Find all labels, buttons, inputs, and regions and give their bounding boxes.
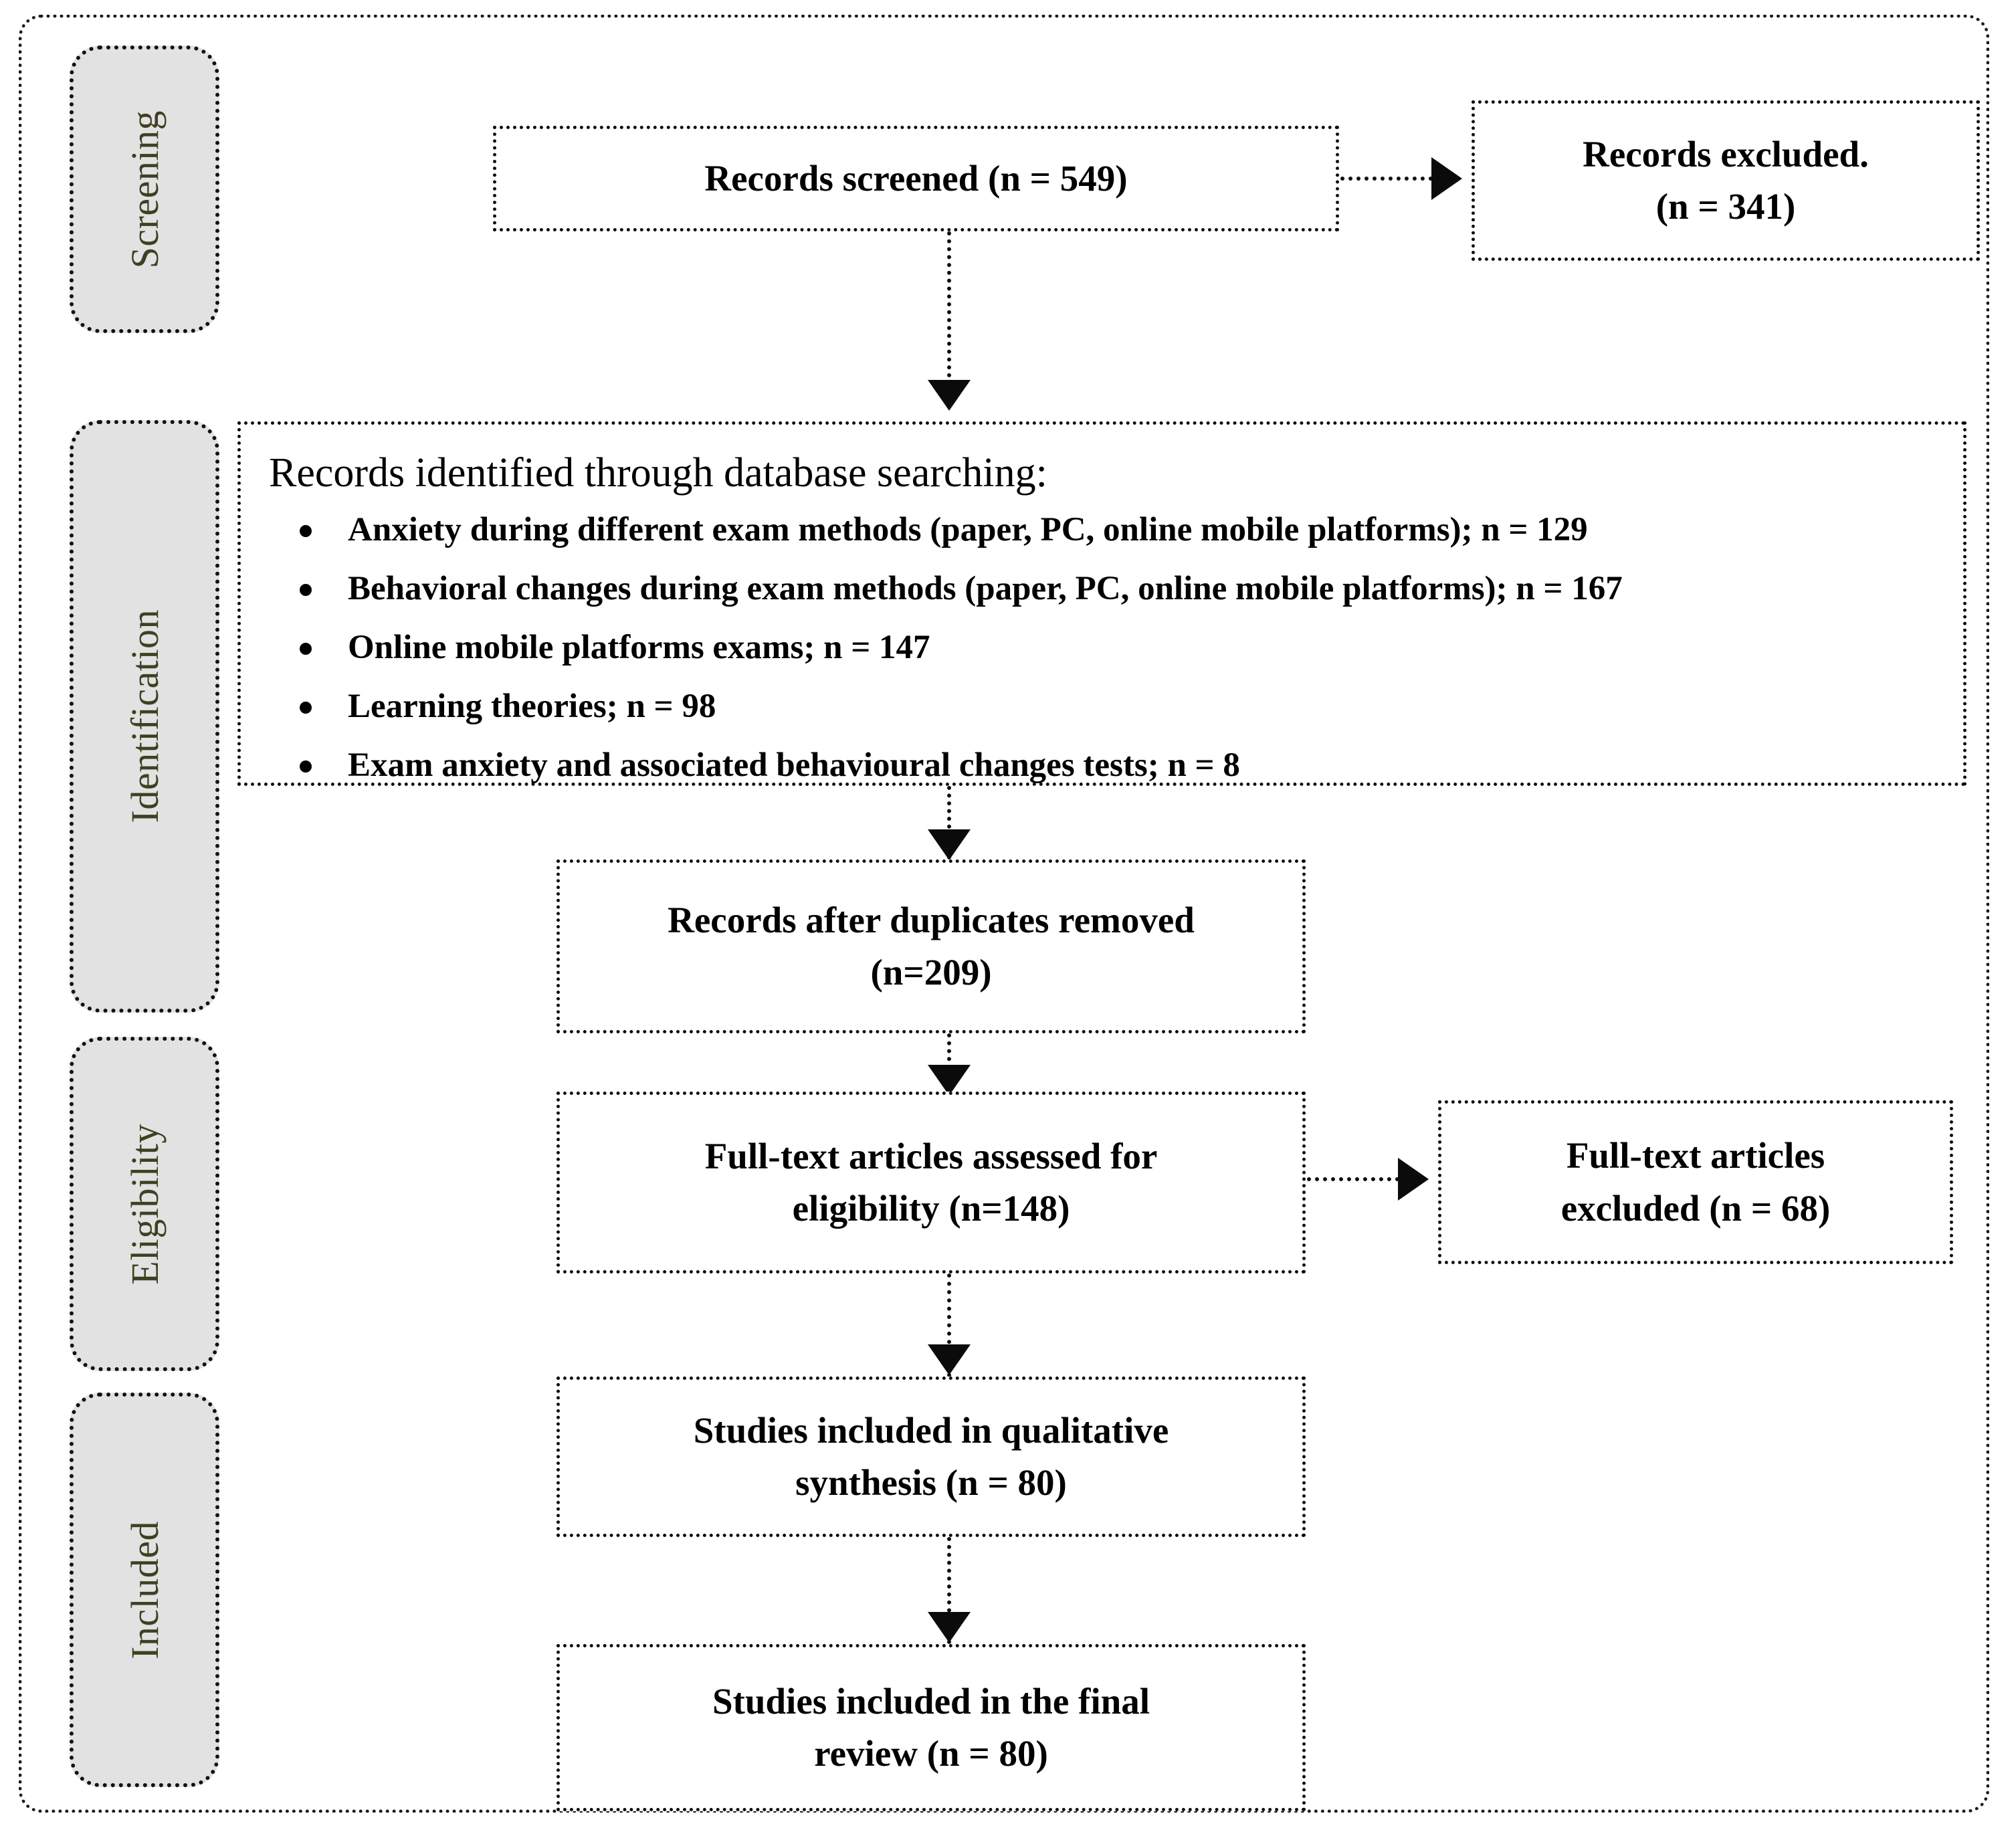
box-records-screened: Records screened (n = 549)	[493, 126, 1339, 231]
arrowhead-identified-to-duplicates	[928, 829, 971, 860]
connector-screened-to-excluded	[1340, 177, 1441, 181]
box-duplicates-removed-line2: (n=209)	[870, 952, 992, 993]
box-records-screened-text: Records screened (n = 549)	[704, 157, 1128, 199]
box-fulltext-excluded-line2: excluded (n = 68)	[1560, 1187, 1831, 1229]
box-qualitative-synthesis-line1: Studies included in qualitative	[693, 1409, 1169, 1451]
connector-fulltext-to-excluded	[1307, 1177, 1407, 1181]
list-item: Online mobile platforms exams; n = 147	[293, 627, 1940, 668]
arrowhead-fulltext-to-excluded	[1398, 1158, 1429, 1201]
box-records-excluded: Records excluded. (n = 341)	[1472, 100, 1980, 261]
arrowhead-duplicates-to-fulltext	[928, 1065, 971, 1096]
box-records-identified-title: Records identified through database sear…	[269, 450, 1047, 496]
arrowhead-fulltext-to-qualitative	[928, 1344, 971, 1375]
box-final-review-line1: Studies included in the final	[712, 1680, 1150, 1722]
connector-identified-to-duplicates	[947, 786, 951, 859]
stage-label-eligibility: Eligibility	[122, 1123, 167, 1285]
connector-qualitative-to-final	[947, 1537, 951, 1644]
stage-label-screening: Screening	[122, 110, 167, 269]
box-final-review-line2: review (n = 80)	[814, 1733, 1048, 1774]
stage-label-identification: Identification	[122, 609, 167, 823]
box-fulltext-assessed-line1: Full-text articles assessed for	[704, 1135, 1158, 1177]
records-identified-list: Anxiety during different exam methods (p…	[264, 509, 1940, 787]
box-fulltext-excluded: Full-text articles excluded (n = 68)	[1438, 1100, 1953, 1264]
list-item: Anxiety during different exam methods (p…	[293, 509, 1940, 550]
list-item: Behavioral changes during exam methods (…	[293, 568, 1940, 609]
arrowhead-screened-to-identified	[928, 380, 971, 411]
box-fulltext-excluded-line1: Full-text articles	[1566, 1135, 1825, 1177]
box-qualitative-synthesis-line2: synthesis (n = 80)	[795, 1462, 1067, 1503]
box-duplicates-removed-line1: Records after duplicates removed	[668, 899, 1195, 940]
stage-label-included: Included	[122, 1520, 167, 1659]
arrowhead-qualitative-to-final	[928, 1612, 971, 1643]
box-records-identified: Records identified through database sear…	[237, 421, 1967, 786]
list-item: Learning theories; n = 98	[293, 686, 1940, 727]
box-qualitative-synthesis: Studies included in qualitative synthesi…	[557, 1377, 1306, 1537]
connector-screened-to-identified	[947, 231, 951, 385]
stage-pill-eligibility: Eligibility	[70, 1037, 219, 1371]
list-item: Exam anxiety and associated behavioural …	[293, 744, 1940, 786]
arrowhead-screened-to-excluded	[1431, 157, 1462, 200]
connector-fulltext-to-qualitative	[947, 1273, 951, 1377]
box-fulltext-assessed: Full-text articles assessed for eligibil…	[557, 1092, 1306, 1273]
box-duplicates-removed: Records after duplicates removed (n=209)	[557, 859, 1306, 1033]
box-fulltext-assessed-line2: eligibility (n=148)	[792, 1188, 1070, 1229]
box-records-excluded-line2: (n = 341)	[1655, 186, 1796, 227]
stage-pill-screening: Screening	[70, 45, 219, 333]
stage-pill-identification: Identification	[70, 420, 219, 1013]
stage-pill-included: Included	[70, 1393, 219, 1787]
box-records-excluded-line1: Records excluded.	[1583, 133, 1869, 175]
box-final-review: Studies included in the final review (n …	[557, 1644, 1306, 1811]
